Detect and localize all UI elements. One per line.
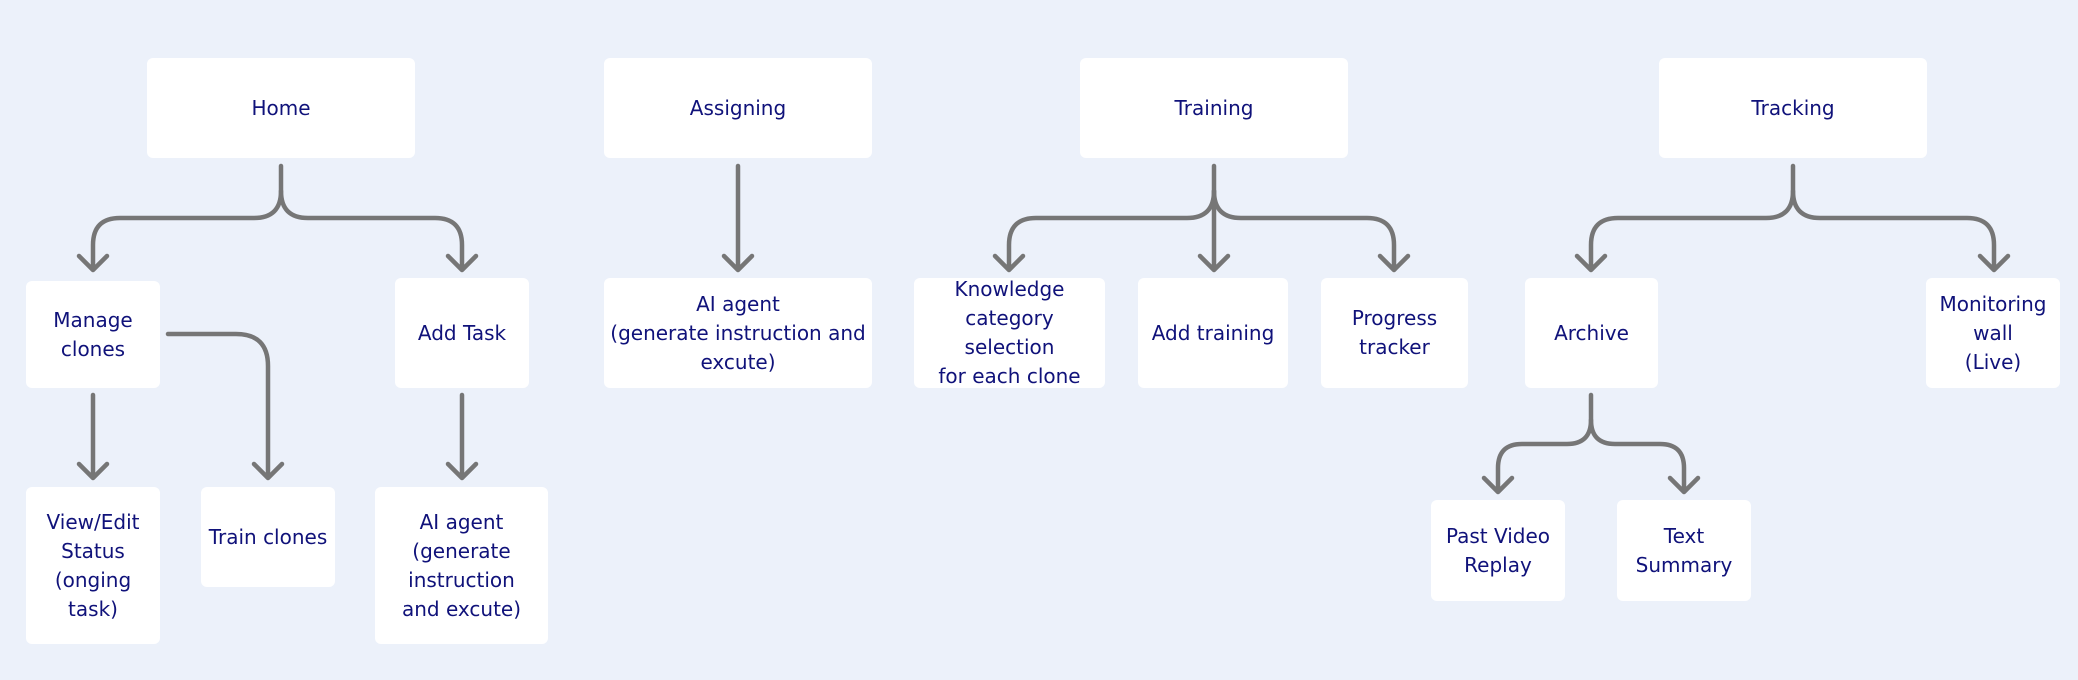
- connector-home-add-task: [278, 188, 479, 273]
- connector-archive-text-summary: [1588, 417, 1701, 495]
- connector-training-knowledge: [992, 163, 1217, 273]
- node-add-task[interactable]: Add Task: [395, 278, 529, 388]
- node-training[interactable]: Training: [1080, 58, 1348, 158]
- node-home[interactable]: Home: [147, 58, 415, 158]
- node-add-training[interactable]: Add training: [1138, 278, 1288, 388]
- connector-manage-train-clones: [165, 331, 285, 481]
- connector-add-task-ai-agent: [445, 392, 479, 481]
- node-tracking[interactable]: Tracking: [1659, 58, 1927, 158]
- connector-tracking-archive: [1574, 163, 1796, 273]
- node-past-video-replay[interactable]: Past Video Replay: [1431, 500, 1565, 601]
- connector-training-progress: [1211, 188, 1411, 273]
- node-ai-agent-assigning[interactable]: AI agent (generate instruction and excut…: [604, 278, 872, 388]
- node-monitoring-wall[interactable]: Monitoring wall (Live): [1926, 278, 2060, 388]
- node-ai-agent-task[interactable]: AI agent (generate instruction and excut…: [375, 487, 548, 644]
- connector-manage-view-edit: [76, 392, 110, 481]
- node-assigning[interactable]: Assigning: [604, 58, 872, 158]
- connector-home-manage-clones: [76, 163, 284, 273]
- node-knowledge-category[interactable]: Knowledge category selection for each cl…: [914, 277, 1105, 388]
- node-train-clones[interactable]: Train clones: [201, 487, 335, 587]
- connector-assigning-ai-agent: [721, 163, 755, 273]
- node-archive[interactable]: Archive: [1525, 278, 1658, 388]
- node-view-edit-status[interactable]: View/Edit Status (onging task): [26, 487, 160, 644]
- node-progress-tracker[interactable]: Progress tracker: [1321, 278, 1468, 388]
- connector-archive-past-video: [1481, 392, 1594, 495]
- node-text-summary[interactable]: Text Summary: [1617, 500, 1751, 601]
- node-manage-clones[interactable]: Manage clones: [26, 281, 160, 388]
- connector-tracking-monitoring: [1790, 188, 2011, 273]
